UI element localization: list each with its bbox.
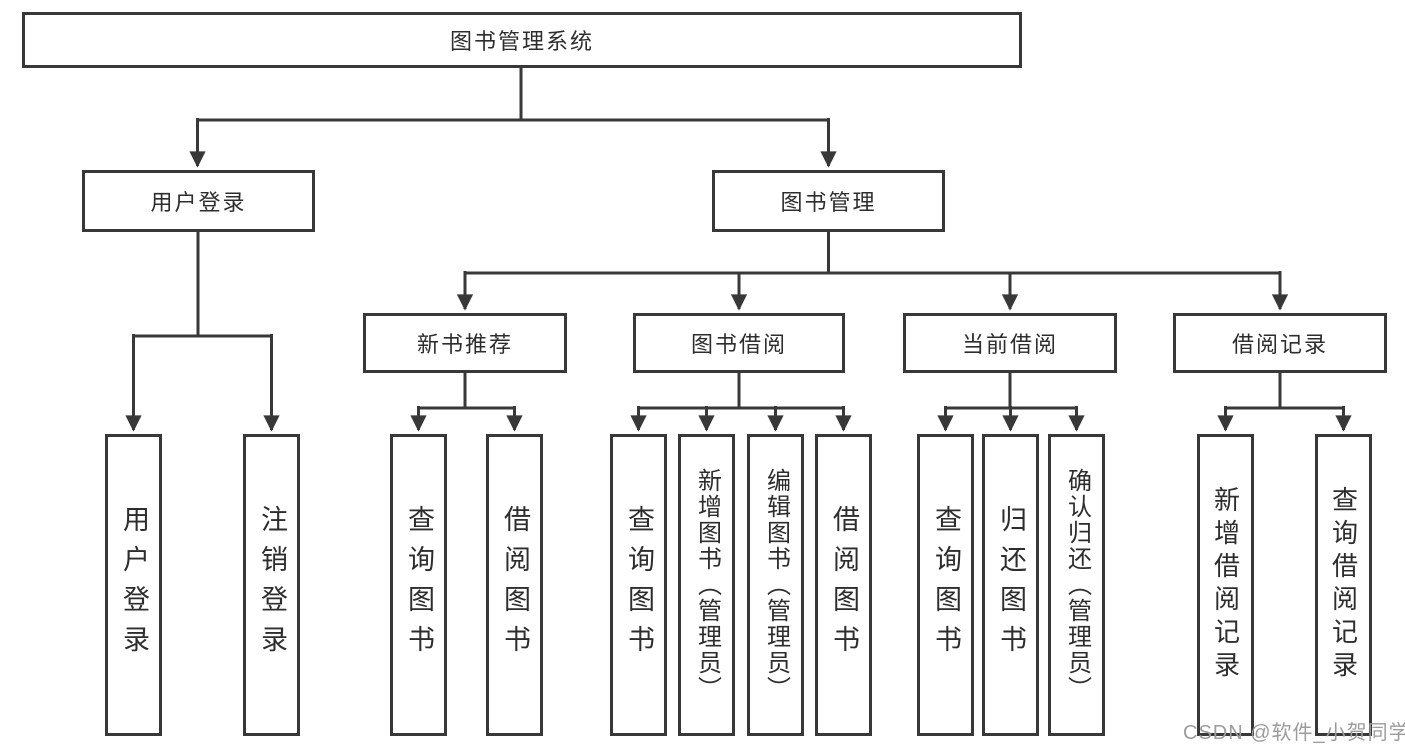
leaf-return-books: 归还图书	[982, 434, 1039, 736]
node-label: 借阅记录	[1231, 332, 1328, 357]
node-library-management-system: 图书管理系统	[22, 12, 1022, 68]
leaf-user-login: 用户登录	[105, 434, 162, 736]
leaf-query-books-recommend: 查询图书	[390, 434, 447, 736]
leaf-label: 新增借阅记录	[1210, 486, 1241, 684]
node-current-borrowing: 当前借阅	[903, 313, 1117, 373]
leaf-label: 查询图书	[404, 505, 434, 665]
leaf-label: 新增图书（管理员）	[693, 468, 721, 702]
leaf-label: 查询图书	[624, 505, 654, 665]
node-label: 图书管理系统	[449, 29, 594, 54]
leaf-query-borrow-record: 查询借阅记录	[1315, 434, 1372, 736]
leaf-confirm-return-admin: 确认归还（管理员）	[1048, 434, 1105, 736]
node-user-login: 用户登录	[82, 170, 315, 232]
leaf-query-books-borrowing: 查询图书	[610, 434, 667, 736]
node-book-borrowing: 图书借阅	[633, 313, 845, 373]
leaf-label: 查询借阅记录	[1328, 486, 1359, 684]
leaf-label: 归还图书	[996, 505, 1026, 665]
leaf-label: 用户登录	[119, 505, 149, 665]
leaf-edit-books-admin: 编辑图书（管理员）	[747, 434, 804, 736]
node-new-book-recommendation: 新书推荐	[363, 313, 567, 373]
node-label: 图书管理	[780, 190, 877, 215]
csdn-watermark: CSDN @软件_小贺同学	[1183, 722, 1405, 744]
leaf-borrow-books-recommend: 借阅图书	[486, 434, 543, 736]
leaf-query-books-current: 查询图书	[917, 434, 974, 736]
leaf-label: 借阅图书	[829, 505, 859, 665]
leaf-label: 确认归还（管理员）	[1063, 468, 1091, 702]
leaf-label: 借阅图书	[500, 505, 530, 665]
node-label: 图书借阅	[690, 332, 787, 357]
node-label: 当前借阅	[961, 332, 1058, 357]
leaf-borrow-books-borrowing: 借阅图书	[815, 434, 872, 736]
leaf-label: 查询图书	[931, 505, 961, 665]
node-borrowing-records: 借阅记录	[1173, 313, 1387, 373]
node-label: 用户登录	[150, 190, 247, 215]
leaf-label: 注销登录	[257, 505, 287, 665]
node-label: 新书推荐	[416, 332, 513, 357]
connectors-group	[125, 68, 1352, 432]
leaf-add-books-admin: 新增图书（管理员）	[678, 434, 735, 736]
node-book-management: 图书管理	[712, 170, 945, 232]
leaf-logout: 注销登录	[243, 434, 300, 736]
leaf-label: 编辑图书（管理员）	[762, 468, 790, 702]
leaf-add-borrow-record: 新增借阅记录	[1197, 434, 1254, 736]
